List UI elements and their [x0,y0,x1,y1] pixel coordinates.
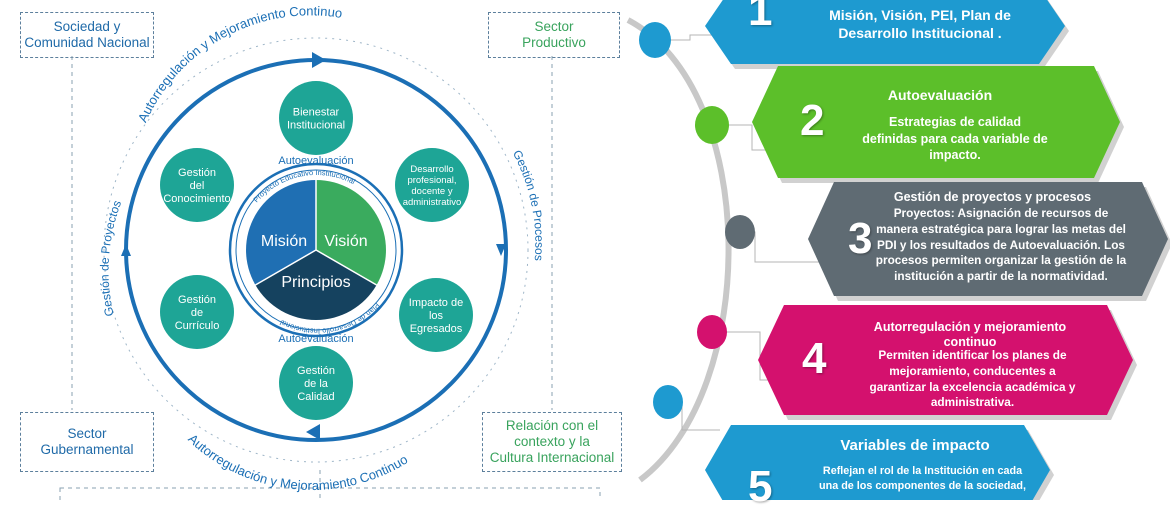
step-number: 1 [748,0,773,35]
ring-arrow-left [121,244,131,256]
timeline-arc [626,17,732,483]
step-dot [653,385,683,419]
ring-arrow-bottom [306,424,320,440]
inner-label-bottom: Autoevaluación [278,333,353,345]
ring-label-right: Gestión de Procesos [510,148,546,262]
node-circle [279,81,353,155]
step-body: Reflejan el rol de la Institución en cad… [819,465,1026,492]
node-circle [279,346,353,420]
step-dot [695,106,729,144]
corner-sector-productivo: Sector Productivo [488,12,620,58]
corner-sector-gubernamental: Sector Gubernamental [20,412,154,472]
inner-label-top: Autoevaluación [278,155,353,167]
step-number: 2 [800,96,825,145]
pie-label-vision: Visión [324,233,367,250]
step-number: 4 [802,334,827,383]
step-number: 3 [848,214,873,263]
pie-label-mision: Misión [261,233,307,250]
ring-arrow-right [496,244,506,256]
step-number: 5 [748,462,773,511]
step-title: Autorregulación y mejoramiento continuo [873,320,1067,349]
step-dot [697,315,727,349]
corner-sociedad: Sociedad y Comunidad Nacional [20,12,154,58]
ring-arrows [121,52,506,440]
connector-lines [668,34,820,431]
step-dot [639,22,671,58]
pie-principios [255,250,377,320]
step-title: Variables de impacto [840,437,990,454]
step-dot [725,215,755,249]
pie-vision [316,180,386,285]
pie-label-principios: Principios [281,274,350,291]
step-body: Proyectos: Asignación de recursos de man… [875,206,1127,284]
pie-mision [246,180,316,285]
step-title: Autoevaluación [887,87,993,103]
ring-arrow-top [312,52,326,68]
institutional-model-diagram: Autorregulación y Mejoramiento Continuo … [59,3,601,500]
node-circle [160,148,234,222]
outer-dotted-ring [103,37,529,463]
corner-relacion-contexto: Relación con el contexto y la Cultura In… [482,412,622,472]
node-circle [160,275,234,349]
ring-label-left: Gestión de Proyectos [98,198,125,317]
node-circle [395,148,469,222]
pie-chart [246,180,386,320]
node-circle [399,278,473,352]
dashed-guides [59,56,601,500]
step-body: Permiten identificar los planes de mejor… [869,348,1076,410]
step-body: Misión, Visión, PEI, Plan de Desarrollo … [829,7,1011,41]
step-body: Estrategias de calidad definidas para ca… [862,115,1048,162]
inner-ring [228,162,404,338]
step-title: Gestión de proyectos y procesos [893,190,1092,204]
